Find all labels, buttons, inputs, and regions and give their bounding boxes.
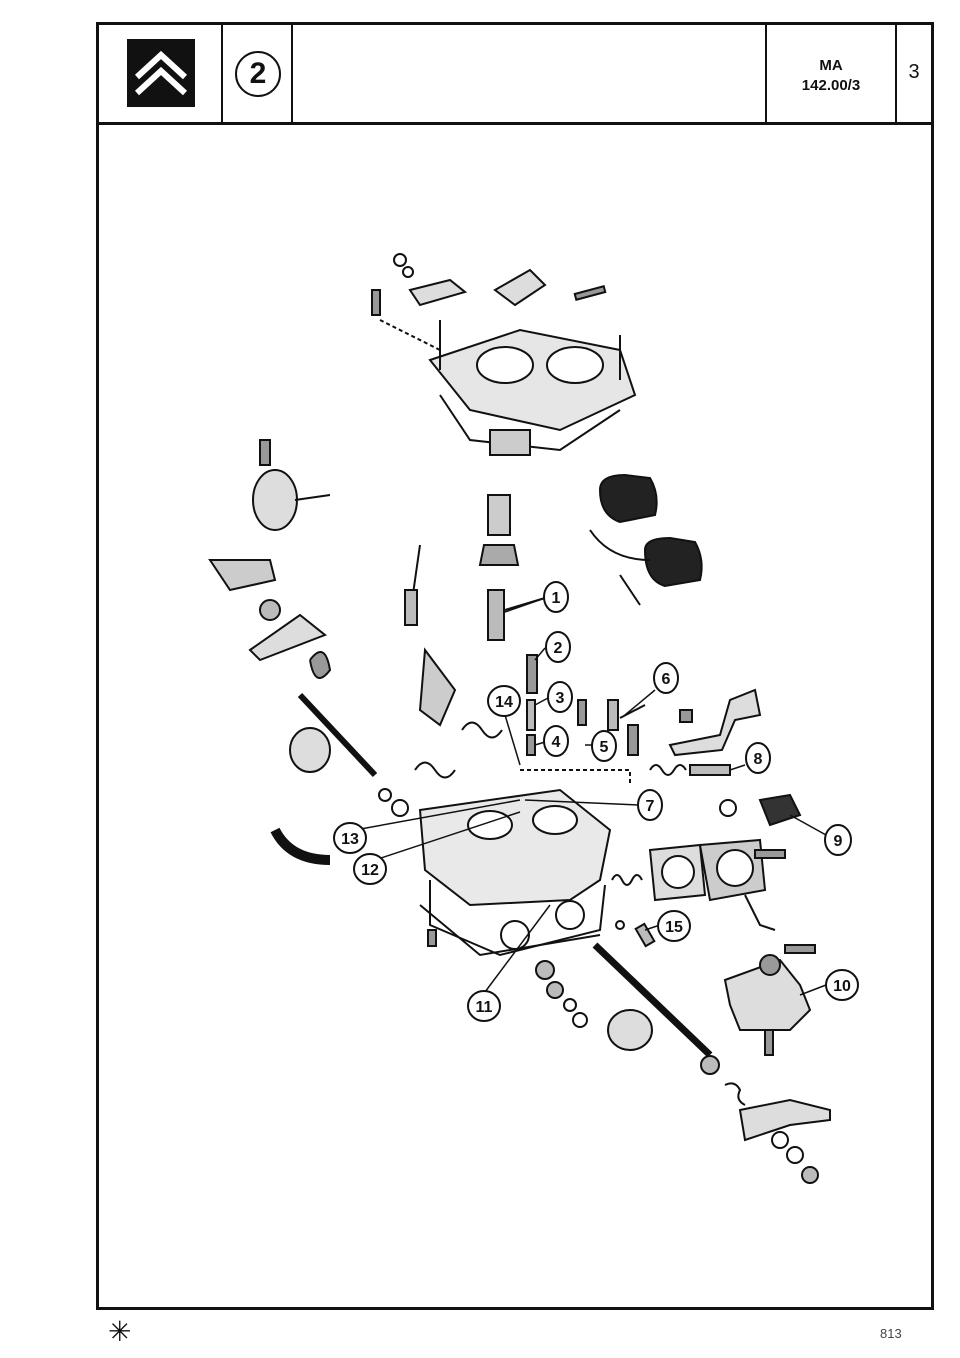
- callout-11: 11: [476, 999, 493, 1016]
- choke-shaft: [270, 692, 409, 865]
- needle-valve: [478, 494, 546, 641]
- callout-15: 15: [665, 919, 683, 936]
- throttle-shaft-lower: [535, 942, 831, 1184]
- callout-15-circle: [657, 910, 691, 942]
- callout-8: 8: [754, 751, 763, 768]
- page-number-cell: 3: [897, 25, 931, 122]
- double-chevron-logo-icon: [127, 39, 195, 107]
- callout-7: 7: [646, 798, 655, 815]
- callout-11-circle: [467, 990, 501, 1022]
- callout-1-circle: [543, 581, 569, 613]
- throttle-linkage-top: [371, 253, 607, 316]
- pump-springs: [404, 544, 503, 779]
- reference-cell: MA 142.00/3: [767, 25, 897, 122]
- callout-9-circle: [824, 824, 852, 856]
- callout-14-circle: [487, 685, 521, 717]
- callout-3-circle: [547, 681, 573, 713]
- callout-13-circle: [333, 822, 367, 854]
- accelerator-pump: [208, 439, 332, 679]
- page-header: 2 MA 142.00/3 3: [99, 25, 931, 125]
- callout-5: 5: [600, 739, 609, 756]
- diaphragm-cover: [611, 838, 786, 931]
- section-number-cell: 2: [223, 25, 293, 122]
- callout-3: 3: [556, 690, 565, 707]
- footer-code: 813: [880, 1326, 902, 1341]
- float-assembly: [589, 473, 703, 606]
- callout-1: 1: [552, 590, 561, 607]
- throttle-positioner: [615, 920, 816, 1056]
- reference-line1: MA: [819, 57, 843, 74]
- asterisk-icon: ✳: [108, 1316, 132, 1347]
- right-linkage: [649, 688, 802, 827]
- callout-6: 6: [662, 671, 671, 688]
- callout-12-circle: [353, 853, 387, 885]
- callout-5-circle: [591, 730, 617, 762]
- callout-10-circle: [825, 969, 859, 1001]
- callout-9: 9: [834, 833, 843, 850]
- callout-2-circle: [545, 631, 571, 663]
- callout-8-circle: [745, 742, 771, 774]
- callout-leaders: [354, 597, 827, 996]
- page-frame: 2 MA 142.00/3 3: [96, 22, 934, 1310]
- callout-10: 10: [833, 978, 851, 995]
- carburettor-main-body: [418, 788, 612, 957]
- reference-line2: 142.00/3: [801, 77, 861, 94]
- callout-12: 12: [361, 862, 379, 879]
- callout-6-circle: [653, 662, 679, 694]
- callout-14: 14: [495, 694, 513, 711]
- callout-2: 2: [554, 640, 563, 657]
- callout-4-circle: [543, 725, 569, 757]
- throttle-body-top: [379, 319, 637, 456]
- logo-cell: [99, 25, 223, 122]
- callout-4: 4: [552, 734, 561, 751]
- callout-7-circle: [637, 789, 663, 821]
- title-cell: [293, 25, 767, 122]
- callout-13: 13: [341, 831, 359, 848]
- page-number: 3: [908, 61, 920, 83]
- section-number: 2: [235, 51, 281, 97]
- jets-group: [520, 654, 646, 785]
